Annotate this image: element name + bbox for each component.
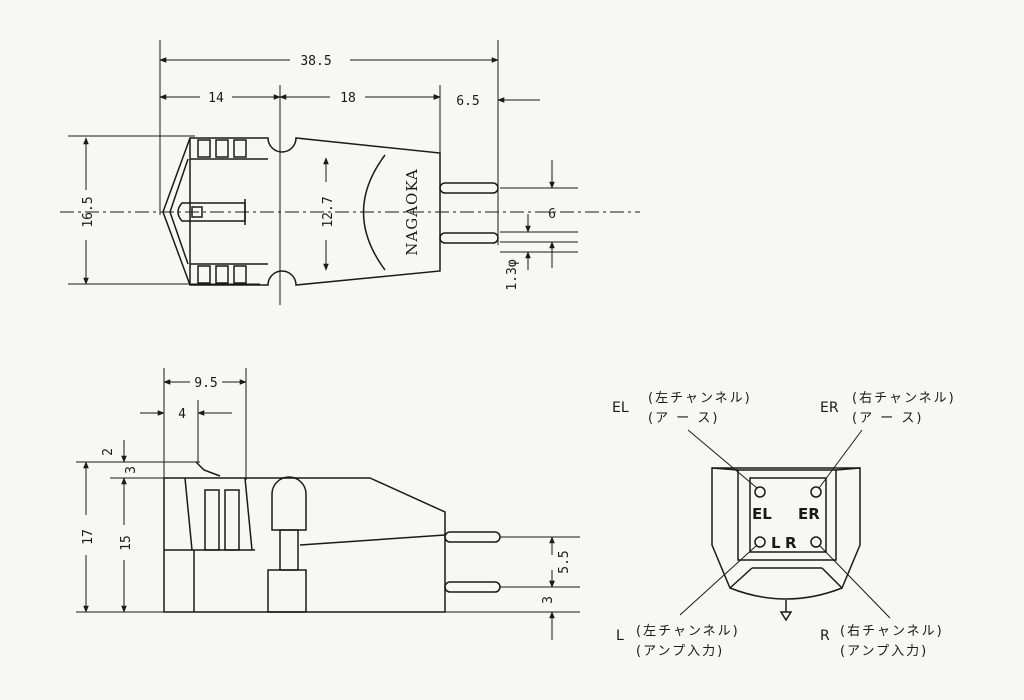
rear-view [679,429,891,622]
dim-pin-spacing: 6 [548,207,556,222]
callout-el-code: EL [612,400,629,416]
side-view-extension-lines [76,368,580,613]
pin-hole-el [754,486,766,498]
brand-logo: NAGAOKA [403,168,421,256]
dim-mount-spacing: 12.7 [321,196,336,227]
rear-pin-holes [754,486,822,548]
callout-er-line2: (ア ー ス) [852,411,923,426]
cartridge-top-outline [162,137,499,286]
callout-er-line1: (右チャンネル) [852,391,956,406]
dim-pin-length: 6.5 [456,94,479,109]
callout-er: ER (右チャンネル) (ア ー ス) [820,391,956,426]
pin-label-l: L [771,534,781,552]
top-view-dimension-lines [83,57,555,285]
dim-body-length: 18 [340,91,356,106]
callout-l: L (左チャンネル) (アンプ入力) [616,624,740,659]
callout-r: R (右チャンネル) (アンプ入力) [820,624,944,659]
dim-total-height: 17 [81,529,96,545]
top-view-labels: 38.5 14 18 6.5 16.5 12.7 6 1.3φ NAGAOKA [81,54,556,291]
pin-hole-l [754,536,766,548]
callout-er-code: ER [820,400,839,416]
dim-overall-length: 38.5 [300,54,331,69]
rear-view-labels: EL ER L R EL (左チャンネル) (ア ー ス) ER (右チャンネル… [612,391,956,659]
dim-side-pin-spacing: 5.5 [557,550,572,573]
pin-label-er: ER [798,505,820,523]
dim-pin-offset: 3 [541,596,556,604]
dim-body-height: 15 [119,535,134,551]
cartridge-side-outline [163,461,501,613]
callout-r-line2: (アンプ入力) [840,644,928,659]
callout-l-line2: (アンプ入力) [636,644,724,659]
side-view-dimension-lines [83,379,555,640]
callout-r-line1: (右チャンネル) [840,624,944,639]
dim-width: 16.5 [81,196,96,227]
dim-tip-height: 2 [101,448,116,456]
callout-el-line1: (左チャンネル) [648,391,752,406]
side-view-labels: 9.5 4 2 3 17 15 5.5 3 [81,376,572,604]
pin-hole-r [810,536,822,548]
pin-hole-er [810,486,822,498]
side-view [76,368,580,640]
dim-pin-diameter: 1.3φ [505,259,520,290]
dim-top-gap: 3 [124,466,139,474]
dim-front-length: 14 [208,91,224,106]
dim-stylus-offset: 9.5 [194,376,217,391]
callout-l-code: L [616,628,624,644]
callout-el: EL (左チャンネル) (ア ー ス) [612,391,752,426]
pin-label-r: R [785,534,797,552]
pin-label-el: EL [752,505,772,523]
top-view [60,40,640,305]
callout-leader-lines [679,429,891,619]
dim-tip-offset: 4 [178,407,186,422]
callout-l-line1: (左チャンネル) [636,624,740,639]
callout-r-code: R [820,628,830,644]
callout-el-line2: (ア ー ス) [648,411,719,426]
top-view-extension-lines [60,40,640,305]
